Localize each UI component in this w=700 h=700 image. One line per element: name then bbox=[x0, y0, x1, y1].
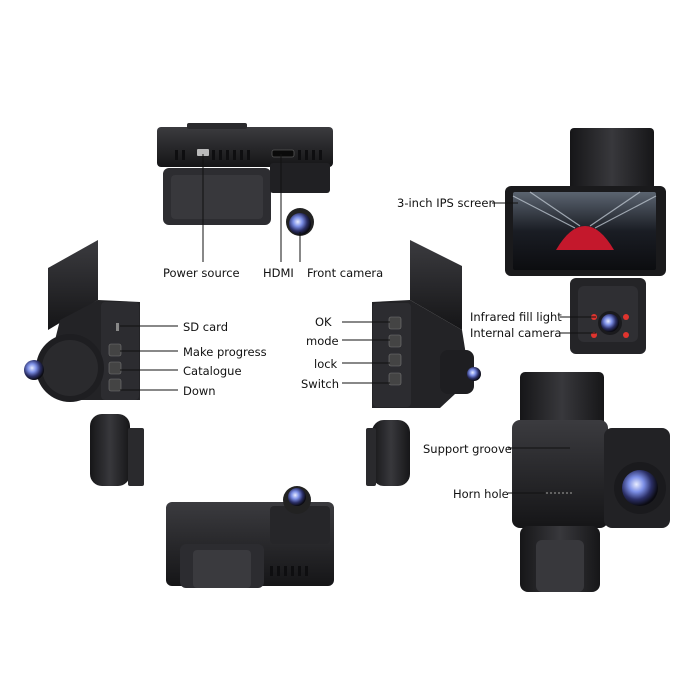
vent-slots bbox=[175, 150, 322, 160]
front-lens bbox=[289, 213, 311, 235]
label-lock: lock bbox=[314, 357, 338, 371]
label-catalogue: Catalogue bbox=[183, 364, 242, 378]
callout-lines-screen bbox=[492, 202, 596, 334]
side-lens-right bbox=[467, 367, 481, 381]
horn-holes bbox=[546, 492, 572, 494]
hdmi-port bbox=[271, 149, 295, 158]
label-ok: OK bbox=[315, 315, 332, 329]
dashcam-back-view bbox=[508, 372, 670, 592]
callout-lines-top bbox=[202, 154, 301, 262]
dashcam-top-view bbox=[157, 123, 333, 262]
callout-lines-right bbox=[342, 321, 390, 384]
label-sd-card: SD card bbox=[183, 320, 229, 334]
usb-port bbox=[197, 149, 209, 156]
dashcam-bottom-view bbox=[166, 486, 334, 588]
label-ips-screen: 3-inch IPS screen bbox=[397, 196, 496, 210]
label-horn-hole: Horn hole bbox=[453, 487, 509, 501]
side-buttons-left bbox=[108, 343, 122, 392]
label-internal-camera: Internal camera bbox=[470, 326, 562, 340]
label-mode: mode bbox=[306, 334, 339, 348]
screen-car bbox=[556, 226, 614, 250]
callout-lines-left bbox=[120, 325, 178, 391]
side-buttons-right bbox=[388, 316, 402, 386]
bottom-vents bbox=[270, 566, 308, 576]
internal-lens bbox=[601, 314, 619, 332]
label-front-camera: Front camera bbox=[307, 266, 384, 280]
label-down: Down bbox=[183, 384, 216, 398]
label-hdmi: HDMI bbox=[263, 266, 294, 280]
sd-slot bbox=[116, 323, 119, 331]
label-support-groove: Support groove bbox=[423, 442, 512, 456]
bottom-lens bbox=[288, 488, 306, 506]
label-switch: Switch bbox=[301, 377, 340, 391]
label-infrared-fill-light: Infrared fill light bbox=[470, 310, 562, 324]
dashcam-left-side-view bbox=[24, 240, 178, 486]
label-power-source: Power source bbox=[163, 266, 240, 280]
label-make-progress: Make progress bbox=[183, 345, 267, 359]
callout-lines-back bbox=[508, 447, 570, 494]
dashcam-screen-view bbox=[492, 128, 666, 354]
dashcam-right-side-view bbox=[342, 240, 481, 486]
side-lens-left bbox=[24, 360, 44, 380]
rear-lens bbox=[622, 470, 658, 506]
